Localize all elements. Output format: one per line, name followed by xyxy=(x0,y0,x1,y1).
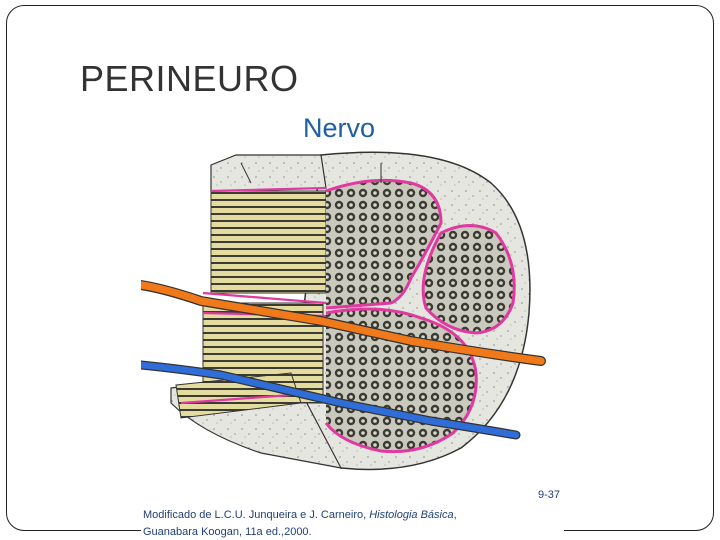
vein-vessel-fill xyxy=(141,361,520,439)
artery-vessel-fill xyxy=(141,281,545,365)
nerve-figure: Nervo 9-37 Modificado de L.C.U. Junqueir… xyxy=(141,103,564,540)
fascicle-right xyxy=(421,224,516,335)
perineurium-longitudinal-2 xyxy=(202,291,327,305)
caption-line-1: Modificado de L.C.U. Junqueira e J. Carn… xyxy=(143,507,457,524)
nerve-illustration xyxy=(141,151,546,471)
perineurium-longitudinal-1 xyxy=(210,186,327,193)
caption-suffix: , xyxy=(453,509,457,521)
perineurium-upper xyxy=(325,178,443,310)
caption-book-title: Histologia Básica xyxy=(369,509,454,521)
perineurium-longitudinal-4 xyxy=(180,393,292,405)
caption-line-2: Guanabara Koogan, 11a ed.,2000. xyxy=(143,526,312,538)
label-pointer-1 xyxy=(240,162,252,184)
epineurium-top-face xyxy=(210,154,327,192)
caption-prefix: Modificado de L.C.U. Junqueira e J. Carn… xyxy=(143,509,370,521)
figure-number: 9-37 xyxy=(537,489,560,501)
longitudinal-fibers-upper xyxy=(210,190,327,294)
slide-title: PERINEURO xyxy=(80,58,299,99)
figure-caption: Modificado de L.C.U. Junqueira e J. Carn… xyxy=(143,507,457,540)
figure-title: Nervo xyxy=(303,113,376,143)
perineurium-lower xyxy=(324,307,478,454)
fascicle-upper xyxy=(326,180,441,308)
